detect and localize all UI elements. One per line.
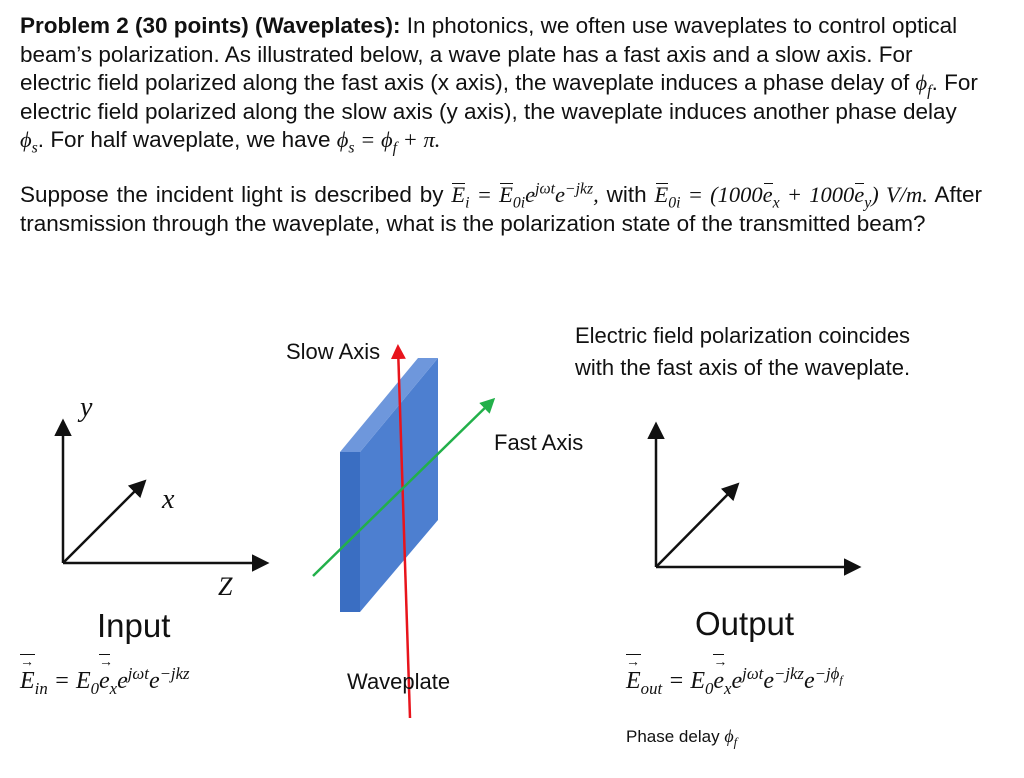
para1-text-c: For half waveplate, we have	[50, 127, 331, 152]
input-axes	[54, 418, 270, 572]
waveplate-label: Waveplate	[347, 669, 451, 694]
waveplate	[340, 358, 438, 612]
input-y-label: y	[80, 392, 93, 423]
incident-field-equation: Ei = E0iejωte−jkz,	[451, 180, 599, 212]
caption-line-2: with the fast axis of the waveplate.	[575, 355, 911, 380]
output-axes	[647, 421, 862, 576]
input-x-label: x	[162, 484, 175, 515]
slow-axis-arrow	[390, 344, 412, 719]
fast-axis-arrow	[312, 397, 496, 577]
input-z-label: Z	[218, 572, 233, 601]
problem-heading: Problem 2 (30 points) (Waveplates):	[20, 13, 401, 38]
half-wave-condition: ϕs = ϕf + π.	[336, 127, 441, 157]
problem-paragraph-2: Suppose the incident light is described …	[20, 181, 982, 238]
input-label: Input	[97, 607, 171, 644]
waveplate-top-face	[340, 358, 438, 452]
waveplate-front-face	[340, 452, 360, 612]
phi-f-symbol: ϕf	[915, 70, 932, 100]
amplitude-equation: E0i = (1000ex + 1000ey) V/m.	[654, 182, 928, 212]
phase-delay-symbol: ϕf	[724, 726, 738, 750]
para1-text-a: In photonics, we often use waveplates to…	[20, 13, 958, 95]
output-x-axis	[655, 482, 740, 568]
phi-s-symbol: ϕs	[20, 127, 38, 157]
para1-text-b: For electric field polarized along the s…	[20, 70, 978, 124]
waveplate-side-face	[360, 358, 438, 612]
input-field-equation: Ein = E0exejωte−jkz	[20, 654, 190, 697]
para2-text-b: with	[606, 182, 647, 207]
slow-axis-label: Slow Axis	[286, 339, 381, 364]
para2-text-c: After transmission through the waveplate…	[20, 182, 982, 236]
phase-delay-note: Phase delay ϕf	[626, 726, 738, 750]
phase-delay-label: Phase delay	[626, 727, 720, 746]
para2-text-a: Suppose the incident light is described …	[20, 182, 444, 207]
output-label: Output	[695, 605, 795, 642]
problem-paragraph-1: Problem 2 (30 points) (Waveplates): In p…	[20, 13, 978, 157]
caption-line-1: Electric field polarization coincides	[575, 323, 911, 348]
output-field-equation: Eout = E0exejωte−jkze−jϕf	[626, 654, 843, 697]
input-x-axis	[62, 479, 147, 564]
fast-axis-label: Fast Axis	[494, 430, 584, 455]
